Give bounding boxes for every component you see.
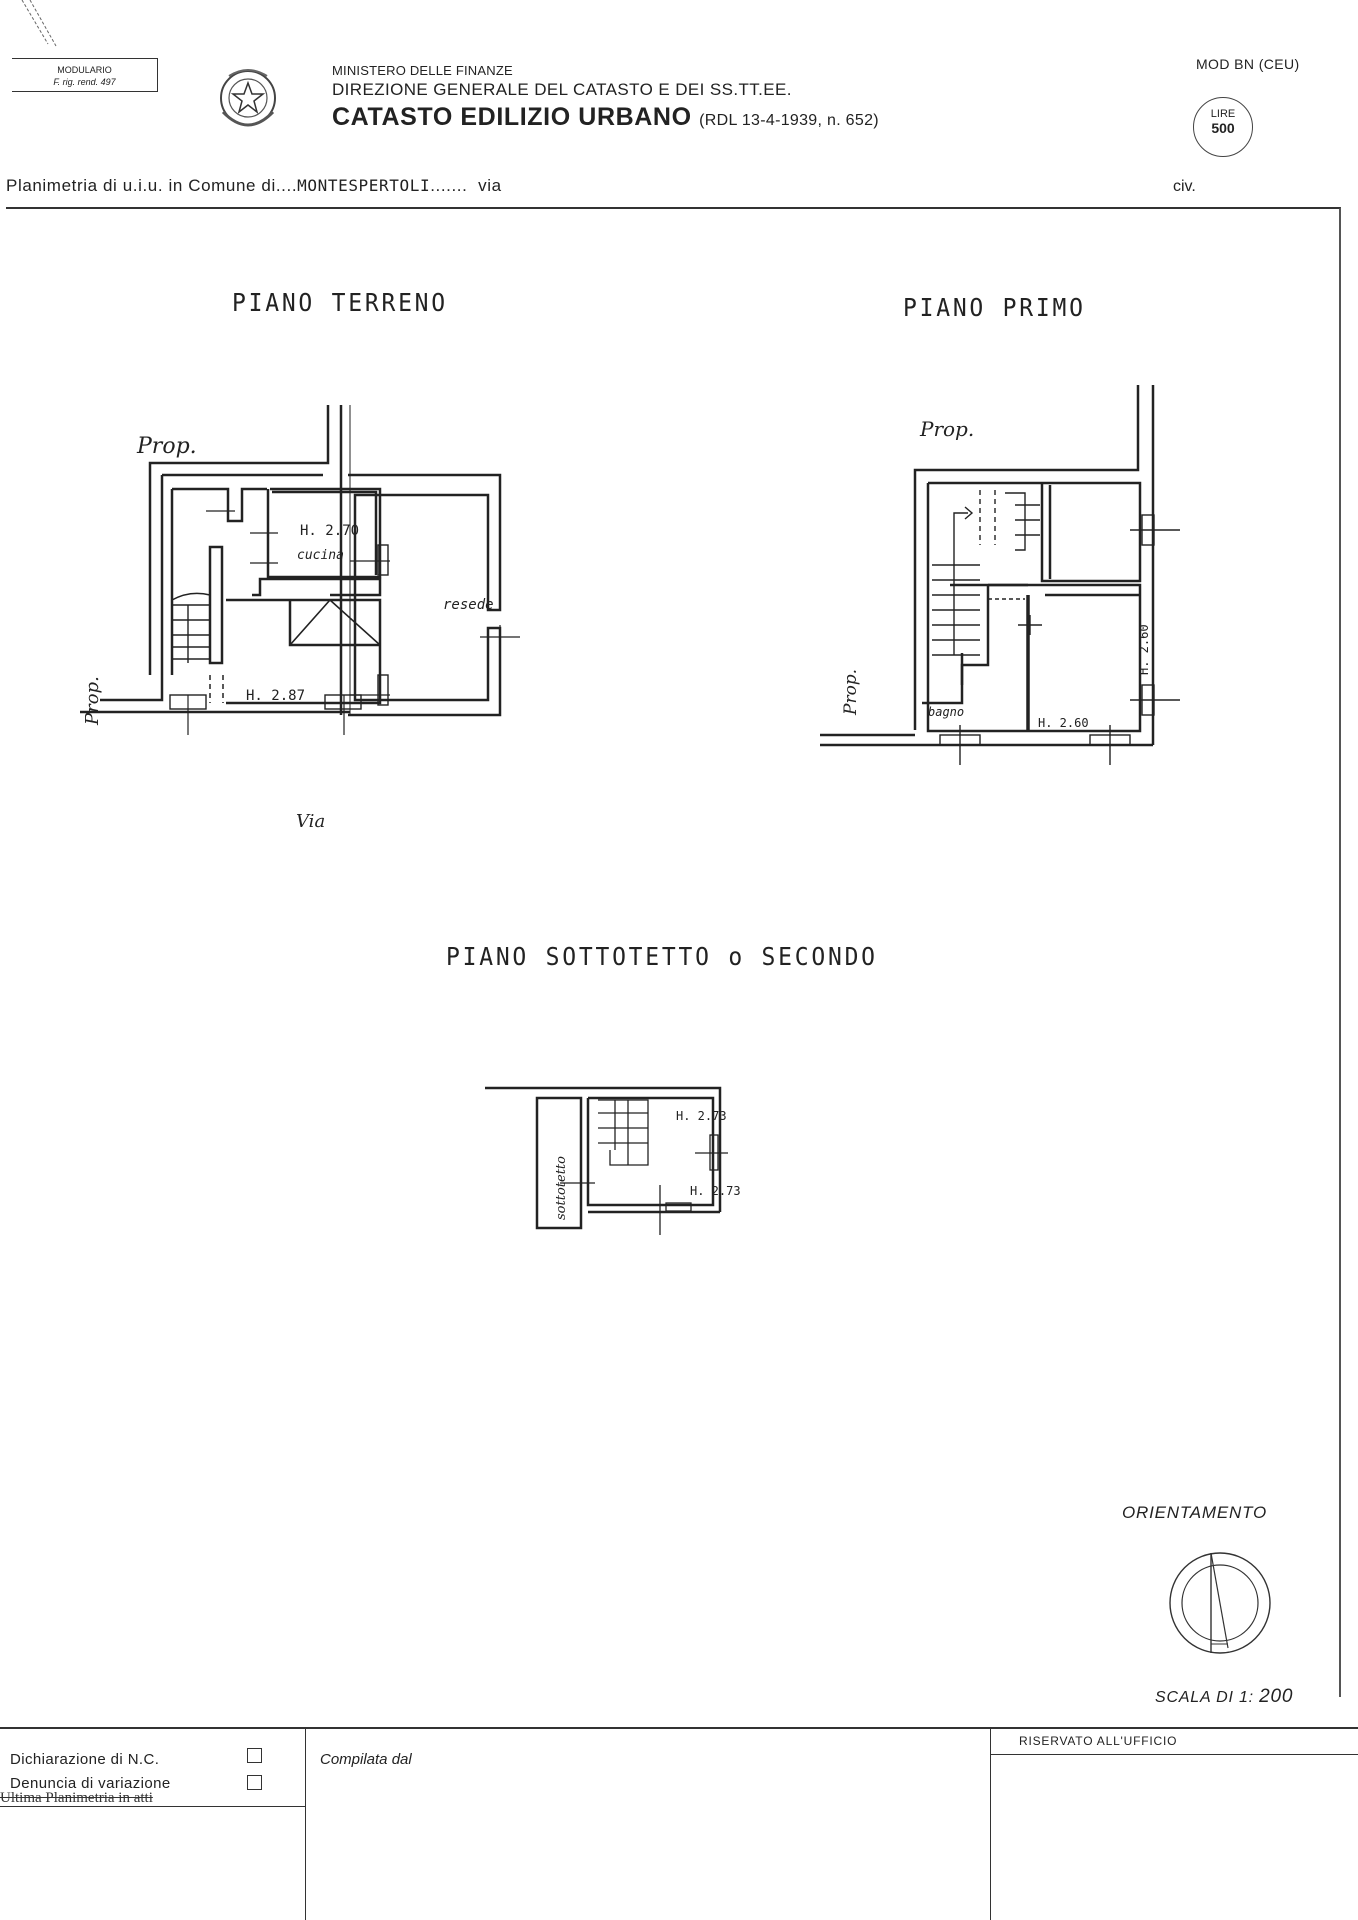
main-room-height: H. 2.87	[246, 688, 305, 704]
footer-divider	[0, 1727, 1358, 1729]
variation-checkbox[interactable]	[247, 1775, 262, 1790]
north-compass-icon	[1169, 1552, 1271, 1654]
civ-label: civ.	[1173, 178, 1196, 195]
via-label: via	[478, 176, 502, 195]
footer-column-divider	[990, 1727, 991, 1920]
dots: ....	[275, 176, 298, 195]
document-title-ref: (RDL 13-4-1939, n. 652)	[699, 112, 879, 129]
footer-row-divider	[0, 1806, 305, 1807]
reserved-office-label: RISERVATO ALL'UFFICIO	[1019, 1734, 1178, 1748]
footer-row-divider	[990, 1754, 1358, 1755]
ground-floor-plan: Prop. Prop. H. 2.70 cucina H. 2.87 resed…	[60, 395, 620, 835]
dots: .......	[430, 176, 468, 195]
resede-label: resede	[443, 597, 494, 613]
compiled-by-label: Compilata dal	[320, 1751, 412, 1768]
attic-height-top: H. 2.73	[676, 1109, 727, 1123]
document-title-text: CATASTO EDILIZIO URBANO	[332, 103, 692, 131]
cucina-label: cucina	[297, 548, 344, 563]
prop-top-label: Prop.	[919, 417, 974, 441]
orientation-title: ORIENTAMENTO	[1122, 1503, 1267, 1522]
info-line: Planimetria di u.i.u. in Comune di....MO…	[6, 176, 502, 196]
room-height: H. 2.60	[1038, 716, 1089, 730]
footer-column-divider	[305, 1727, 306, 1920]
sottotetto-label: sottotetto	[554, 1156, 569, 1220]
drawing-frame	[6, 207, 1341, 1697]
ground-floor-drawing: Prop. Prop. H. 2.70 cucina H. 2.87 resed…	[80, 405, 520, 832]
prop-top-label: Prop.	[136, 434, 197, 459]
via-street-label: Via	[296, 811, 325, 832]
direction-label: DIREZIONE GENERALE DEL CATASTO E DEI SS.…	[332, 80, 792, 99]
modulario-box: MODULARIO F. rig. rend. 497	[12, 58, 158, 92]
stamp-value: 500	[1211, 120, 1235, 136]
first-floor-drawing: Prop. Prop. bagno H. 2.60 H. 2.60	[820, 385, 1180, 765]
prop-left-label: Prop.	[82, 676, 103, 726]
prop-left-label: Prop.	[841, 669, 861, 716]
floor-title-ground: PIANO TERRENO	[232, 288, 448, 317]
last-plan-label: Ultima Planimetria in atti	[0, 1790, 153, 1806]
attic-floor-plan: H. 2.73 H. 2.73 sottotetto	[470, 1085, 830, 1245]
model-code: MOD BN (CEU)	[1196, 56, 1300, 72]
room-height-vertical: H. 2.60	[1137, 624, 1151, 675]
scale-text: SCALA DI 1:	[1155, 1689, 1254, 1706]
attic-floor-drawing: H. 2.73 H. 2.73 sottotetto	[485, 1086, 741, 1235]
cucina-height: H. 2.70	[300, 523, 359, 539]
document-title: CATASTO EDILIZIO URBANO (RDL 13-4-1939, …	[332, 103, 879, 132]
modulario-line2: F. rig. rend. 497	[53, 77, 116, 87]
declaration-nc-label: Dichiarazione di N.C.	[10, 1751, 160, 1768]
bagno-label: bagno	[928, 705, 964, 719]
floor-title-attic: PIANO SOTTOTETTO o SECONDO	[446, 942, 878, 971]
scan-mark	[21, 0, 57, 47]
ministry-label: MINISTERO DELLE FINANZE	[332, 63, 513, 78]
scale-value: 200	[1259, 1686, 1294, 1707]
first-floor-plan: Prop. Prop. bagno H. 2.60 H. 2.60	[820, 385, 1220, 785]
declaration-nc-checkbox[interactable]	[247, 1748, 262, 1763]
modulario-line1: MODULARIO	[57, 65, 112, 75]
comune-value: MONTESPERTOLI	[297, 176, 431, 195]
stamp-label: LIRE	[1210, 108, 1236, 120]
attic-height-bottom: H. 2.73	[690, 1184, 741, 1198]
floor-title-first: PIANO PRIMO	[903, 293, 1086, 322]
republic-emblem-icon	[220, 69, 276, 127]
variation-label: Denuncia di variazione	[10, 1775, 171, 1792]
info-prefix: Planimetria di u.i.u. in Comune di	[6, 176, 276, 195]
tax-stamp: LIRE 500	[1193, 97, 1253, 157]
scale-label: SCALA DI 1: 200	[1155, 1686, 1293, 1708]
